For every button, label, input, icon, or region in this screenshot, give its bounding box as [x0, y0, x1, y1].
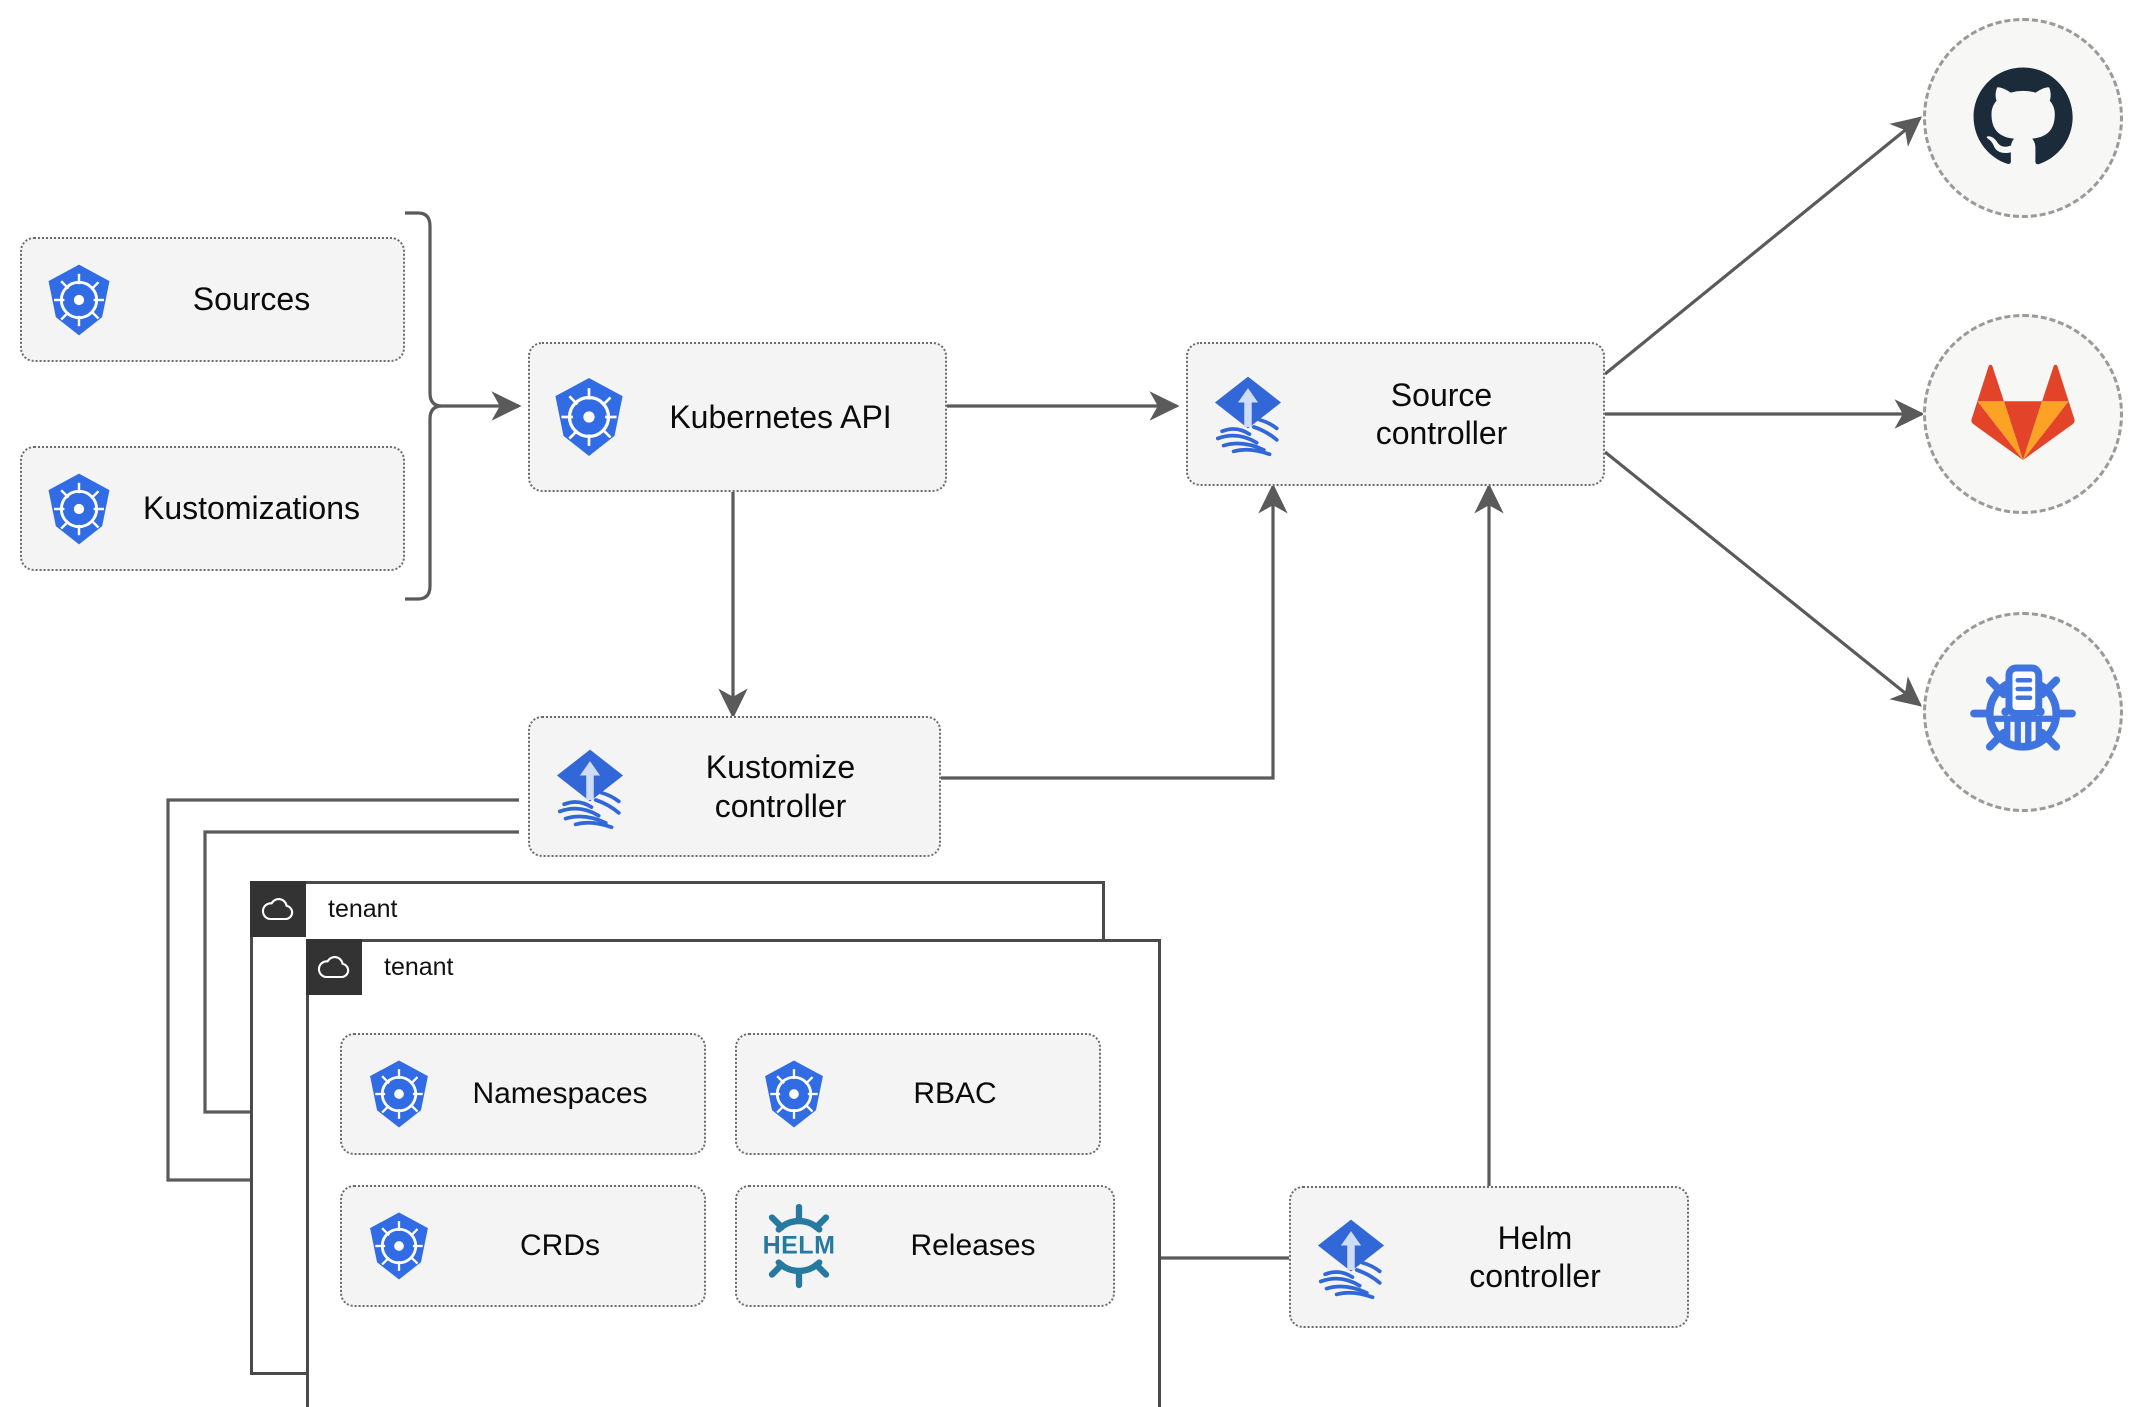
node-label-kustomizations: Kustomizations: [143, 490, 360, 527]
node-label-kustomize-controller: Kustomize controller: [705, 749, 856, 824]
helm-repository-icon: [1967, 654, 2079, 771]
node-label-namespaces: Namespaces: [472, 1077, 648, 1110]
node-sources[interactable]: Sources: [20, 237, 405, 362]
node-label-source-controller: Source controller: [1375, 376, 1508, 451]
helm-icon: HELM: [751, 1198, 847, 1294]
node-label-releases: Releases: [910, 1229, 1036, 1262]
tenant-inner[interactable]: tenant: [306, 939, 1161, 1407]
kubernetes-icon: [362, 1057, 436, 1131]
node-label-sources: Sources: [192, 281, 311, 318]
node-kustomizations[interactable]: Kustomizations: [20, 446, 405, 571]
tenant-header: tenant: [306, 939, 454, 995]
flux-icon: [544, 741, 636, 833]
node-source-controller[interactable]: Source controller: [1186, 342, 1605, 486]
flux-icon: [1202, 368, 1294, 460]
kubernetes-icon: [546, 374, 632, 460]
tenant-label: tenant: [328, 894, 398, 923]
tenant-header: tenant: [250, 881, 398, 937]
node-kustomize-controller[interactable]: Kustomize controller: [528, 716, 941, 857]
node-crds[interactable]: CRDs: [340, 1185, 706, 1307]
node-releases[interactable]: HELM Releases: [735, 1185, 1115, 1307]
kubernetes-icon: [40, 470, 118, 548]
node-kubernetes-api[interactable]: Kubernetes API: [528, 342, 947, 492]
cloud-icon: [306, 939, 362, 995]
node-label-kubernetes-api: Kubernetes API: [669, 398, 892, 435]
flux-icon: [1305, 1211, 1397, 1303]
node-label-crds: CRDs: [520, 1229, 600, 1262]
node-rbac[interactable]: RBAC: [735, 1033, 1101, 1155]
node-helm-controller[interactable]: Helm controller: [1289, 1186, 1689, 1328]
kubernetes-icon: [40, 261, 118, 339]
provider-github[interactable]: [1923, 18, 2123, 218]
tenant-label: tenant: [384, 952, 454, 981]
cloud-icon: [250, 881, 306, 937]
github-icon: [1971, 64, 2075, 173]
kubernetes-icon: [362, 1209, 436, 1283]
node-label-helm-controller: Helm controller: [1469, 1219, 1601, 1294]
node-namespaces[interactable]: Namespaces: [340, 1033, 706, 1155]
provider-gitlab[interactable]: [1923, 314, 2123, 514]
gitlab-icon: [1971, 360, 2075, 469]
helm-wordmark: HELM: [762, 1231, 836, 1260]
kubernetes-icon: [757, 1057, 831, 1131]
node-label-rbac: RBAC: [913, 1077, 997, 1110]
provider-helm-repository[interactable]: [1923, 612, 2123, 812]
